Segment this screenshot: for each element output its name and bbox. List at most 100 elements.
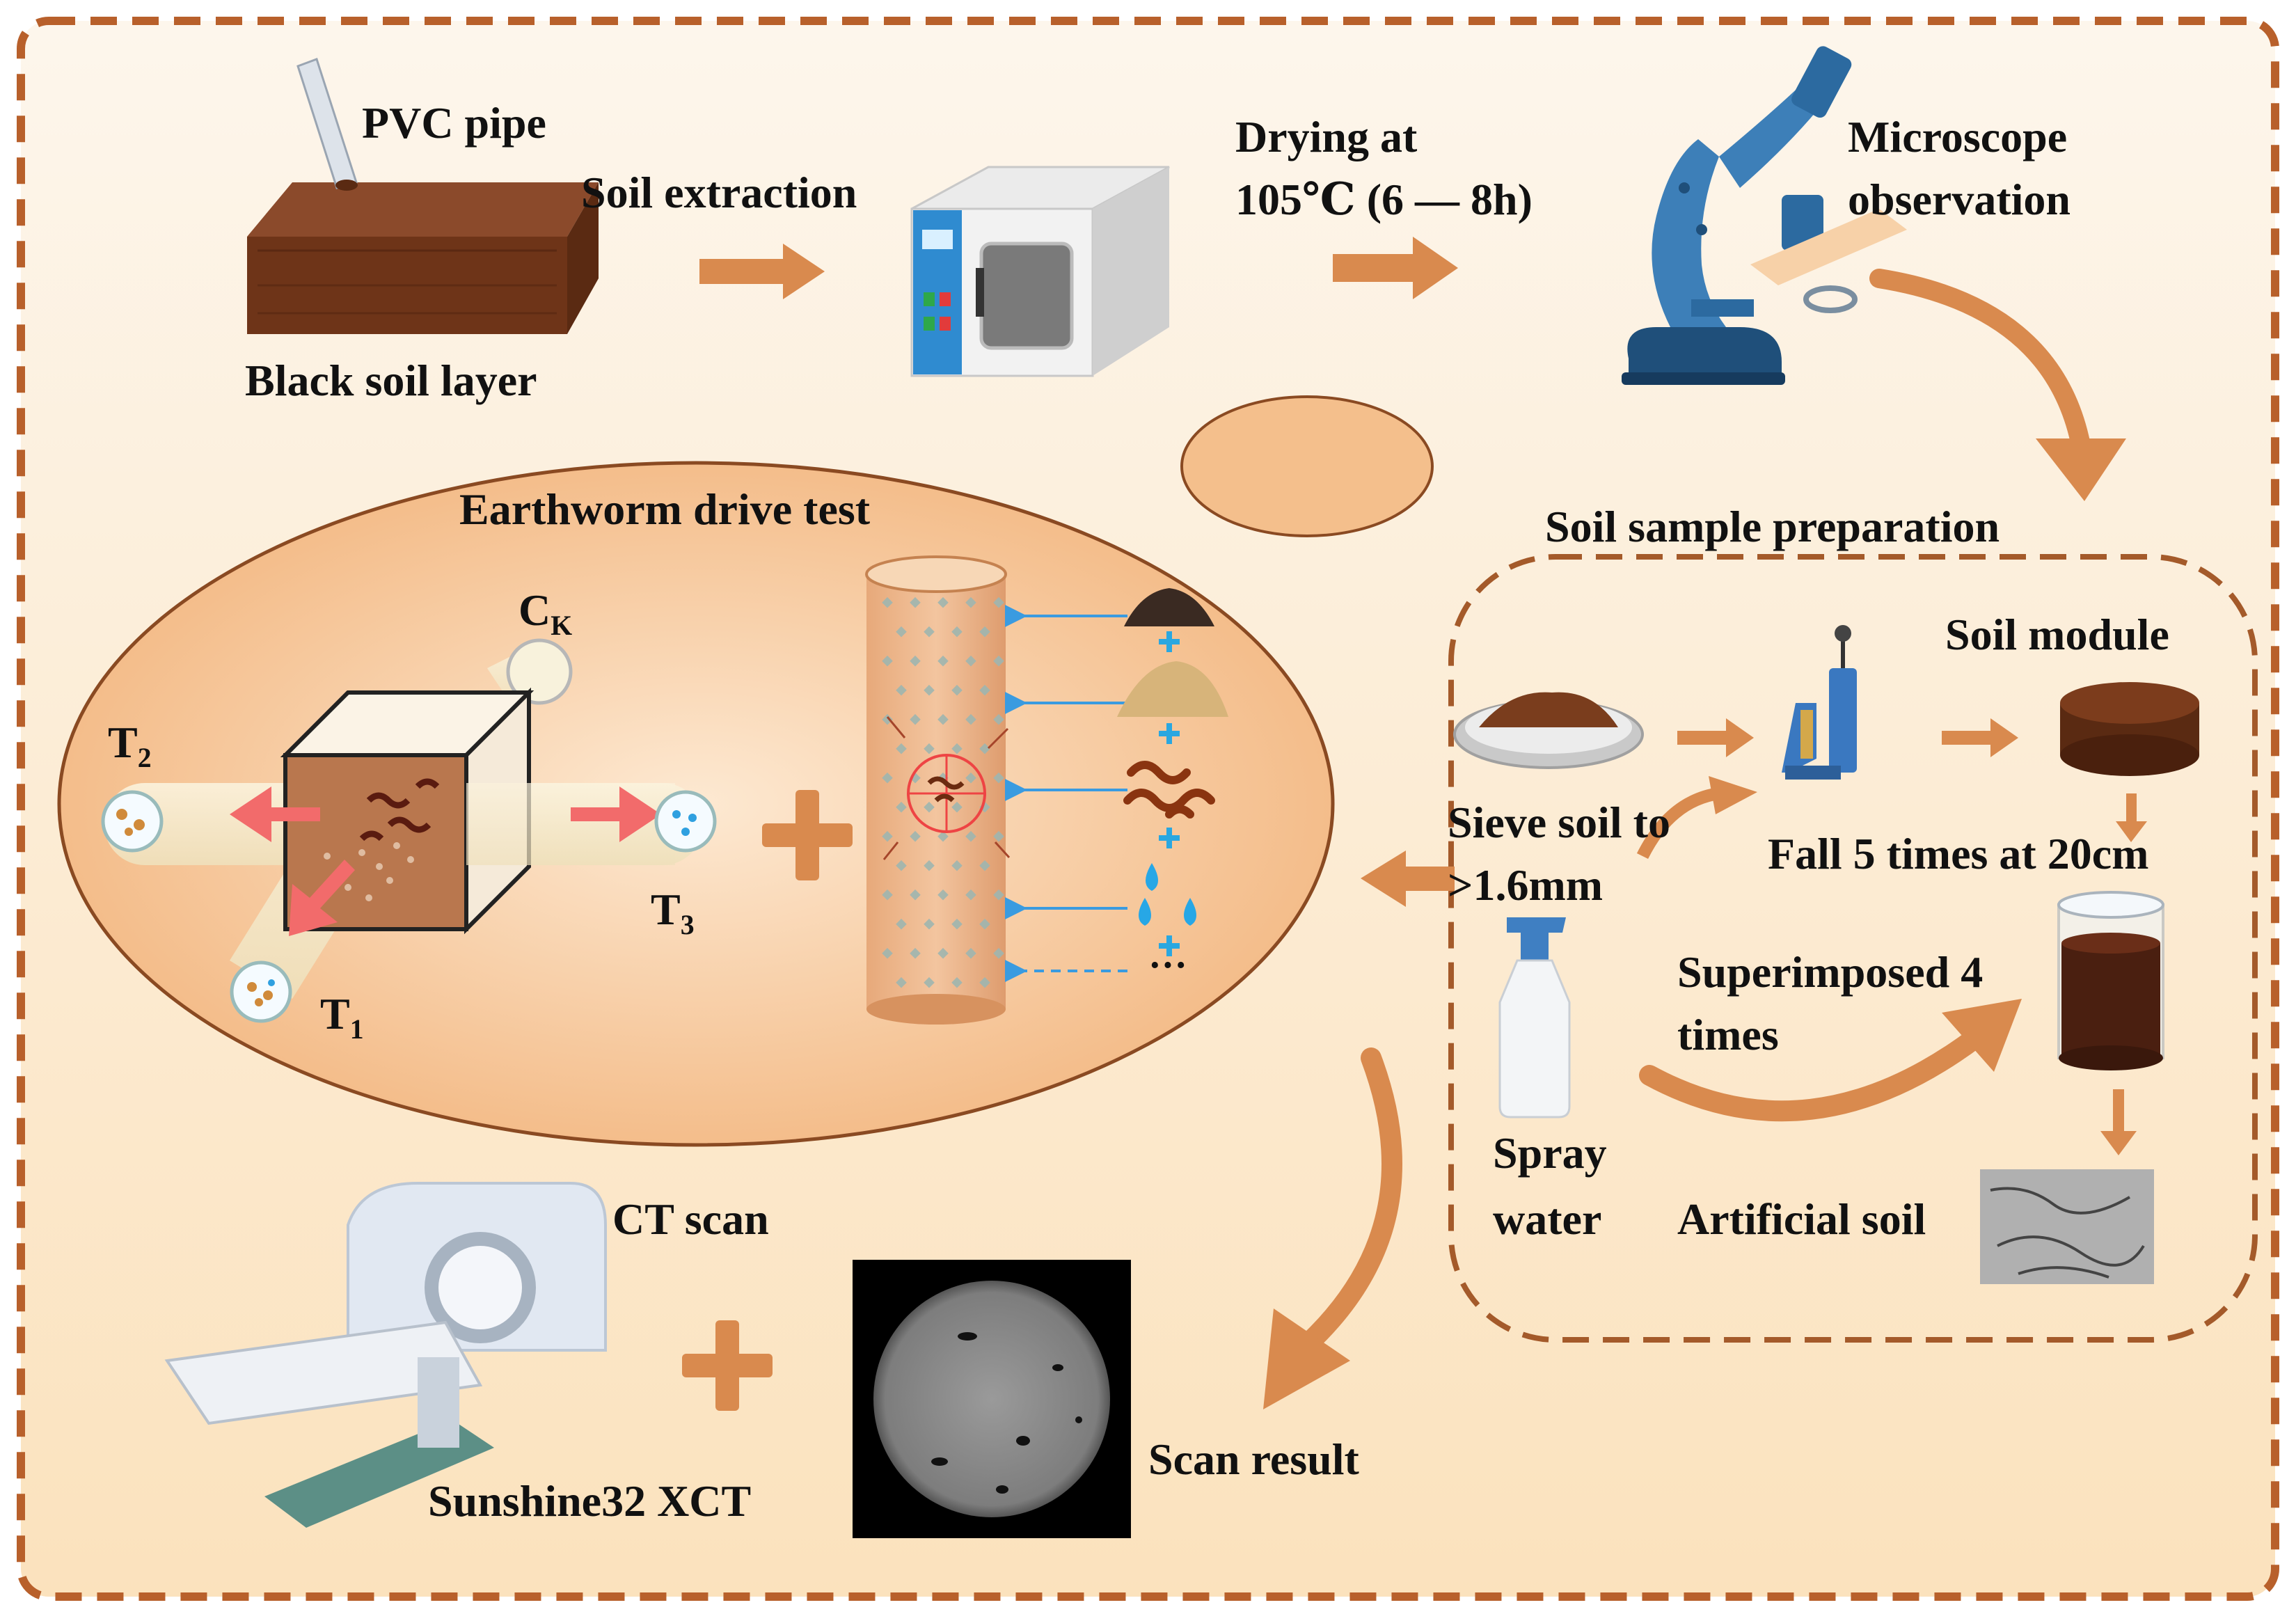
label-scan-result: Scan result — [1148, 1434, 1359, 1484]
sieve-soil-plate-icon — [1453, 692, 1644, 769]
column-dot — [882, 655, 893, 667]
arrow-to-oven — [699, 244, 825, 299]
label-sieve-line1: Sieve soil to — [1448, 798, 1670, 847]
arrow-earthworm-to-scan — [1298, 1047, 1402, 1354]
label-drying-line1: Drying at — [1235, 112, 1418, 161]
column-dot — [951, 860, 963, 871]
soil-module-icon — [2060, 682, 2199, 776]
column-dot — [937, 655, 949, 667]
column-dot — [951, 801, 963, 813]
column-dot — [965, 772, 976, 784]
label-microscope-line1: Microscope — [1848, 112, 2068, 161]
red-arrow-left — [230, 786, 320, 842]
ck-chamber-icon — [506, 638, 573, 705]
drying-oven-icon — [910, 166, 1170, 377]
earthworm-cube-icon — [280, 687, 535, 935]
label-t1: T1 — [320, 988, 364, 1046]
small-orange-ellipse — [1180, 395, 1434, 537]
column-dot — [979, 918, 990, 930]
column-dot — [882, 772, 893, 784]
soil-beaker-icon — [2057, 891, 2164, 1070]
arrow-curve-spray-to-compactor — [1636, 787, 1720, 860]
column-dot — [993, 596, 1004, 608]
black-soil-block-icon — [247, 182, 599, 334]
label-ct-scan: CT scan — [612, 1194, 769, 1244]
label-drying-line2: 105℃ (6 — 8h) — [1235, 175, 1533, 224]
label-black-soil-layer: Black soil layer — [245, 356, 537, 405]
label-t3-main: T — [651, 885, 681, 934]
column-dot — [896, 860, 907, 871]
label-artificial-soil: Artificial soil — [1677, 1194, 1926, 1244]
column-dot — [896, 684, 907, 696]
column-dot — [924, 743, 935, 754]
label-t3-sub: 3 — [680, 909, 695, 940]
column-dot — [924, 976, 935, 988]
column-dot — [951, 684, 963, 696]
label-sieve-line2: >1.6mm — [1448, 860, 1604, 910]
column-dot — [896, 801, 907, 813]
column-dot — [896, 626, 907, 638]
arrow-sieve-to-compactor — [1677, 718, 1754, 757]
column-dot — [896, 743, 907, 754]
column-dot — [965, 830, 976, 842]
earthworms-icon — [1123, 761, 1215, 819]
t2-dish-icon — [101, 790, 164, 853]
column-dot — [882, 713, 893, 725]
black-soil-pile-icon — [1124, 588, 1214, 626]
column-dot — [910, 596, 921, 608]
column-dot — [979, 860, 990, 871]
label-t2: T2 — [108, 717, 152, 775]
column-dot — [937, 947, 949, 959]
label-fall-times: Fall 5 times at 20cm — [1768, 829, 2149, 878]
column-dot — [993, 947, 1004, 959]
arrow-compactor-to-module — [1942, 718, 2018, 757]
column-dot — [965, 596, 976, 608]
column-dot — [924, 918, 935, 930]
curved-arrow-to-preparation — [1869, 269, 2126, 501]
label-spray-line1: Spray — [1493, 1128, 1607, 1178]
column-dot — [924, 626, 935, 638]
column-dot — [910, 830, 921, 842]
column-dot — [882, 830, 893, 842]
plus-small-icon — [1159, 631, 1180, 652]
water-drops-icon — [1139, 863, 1196, 926]
t1-dish-icon — [230, 960, 292, 1023]
column-dot — [882, 947, 893, 959]
column-dot — [979, 976, 990, 988]
column-dot — [993, 772, 1004, 784]
label-t2-sub: 2 — [137, 742, 152, 773]
column-dot — [896, 918, 907, 930]
column-dot — [937, 889, 949, 901]
column-dot — [993, 889, 1004, 901]
arrow-to-microscope — [1333, 237, 1458, 299]
label-soil-module: Soil module — [1945, 610, 2169, 659]
column-dot — [924, 684, 935, 696]
compactor-icon — [1782, 625, 1857, 780]
label-superimposed-line2: times — [1677, 1010, 1779, 1059]
label-earthworm-drive-test: Earthworm drive test — [459, 484, 871, 534]
column-dot — [993, 713, 1004, 725]
label-microscope-line2: observation — [1848, 175, 2071, 224]
label-t3: T3 — [651, 884, 695, 942]
arrow-module-down — [2116, 793, 2147, 842]
ct-scan-result-image — [853, 1260, 1131, 1538]
column-dot — [882, 889, 893, 901]
column-dot — [910, 655, 921, 667]
pvc-pipe-icon — [296, 58, 358, 191]
column-dot — [882, 596, 893, 608]
label-t1-main: T — [320, 989, 350, 1038]
dashed-frame — [17, 17, 2279, 1601]
label-ck-main: C — [518, 585, 551, 635]
red-arrow-right — [571, 786, 661, 842]
arrow-spray-to-beaker — [1639, 1027, 1987, 1122]
label-soil-sample-preparation: Soil sample preparation — [1545, 502, 2000, 551]
label-superimposed-line1: Superimposed 4 — [1677, 947, 1984, 997]
artificial-soil-image — [1980, 1169, 2154, 1284]
ingredient-arrows — [1005, 605, 1127, 982]
column-dot — [951, 918, 963, 930]
arrow-prep-to-earthworm — [1361, 851, 1455, 907]
t3-dish-icon — [654, 790, 717, 853]
label-sunshine-xct: Sunshine32 XCT — [428, 1476, 752, 1526]
